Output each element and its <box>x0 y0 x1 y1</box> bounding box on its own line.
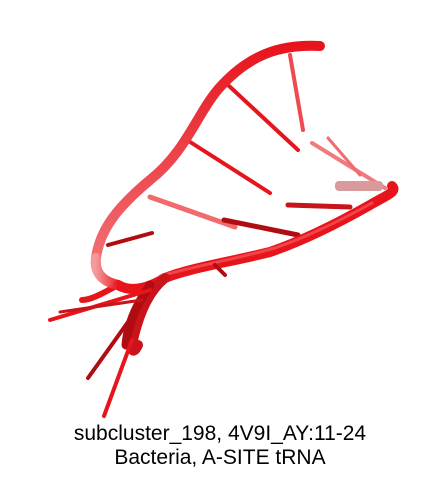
caption-line-2: Bacteria, A-SITE tRNA <box>114 446 326 469</box>
rna-cartoon-render <box>48 40 399 418</box>
base-rungs <box>106 53 387 247</box>
figure-caption: subcluster_198, 4V9I_AY:11-24 Bacteria, … <box>0 422 440 470</box>
caption-line-1: subcluster_198, 4V9I_AY:11-24 <box>73 422 367 445</box>
